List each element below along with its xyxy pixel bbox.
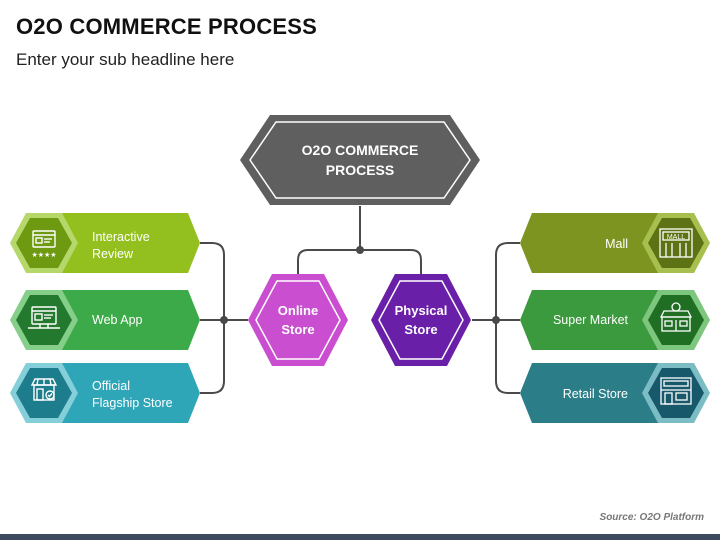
connector-left-bracket: [200, 242, 225, 394]
right-item-retail-store: Retail Store: [520, 363, 710, 423]
online-store-label-line2: Store: [281, 322, 314, 337]
left-item-web-app: Web App: [10, 290, 200, 350]
page-subtitle: Enter your sub headline here: [16, 50, 235, 69]
right-item-super-market: Super Market: [520, 290, 710, 350]
retail-store-icon: [660, 377, 692, 405]
left-item-interactive-review: ★★★★ Interactive Review: [10, 213, 200, 273]
source-note: Source: O2O Platform: [599, 512, 704, 523]
svg-text:★★★★: ★★★★: [31, 251, 56, 259]
review-screen-icon: ★★★★: [31, 230, 57, 259]
junction-dot-top: [356, 246, 364, 254]
left-item-label-line1: Web App: [92, 313, 143, 327]
page-title: O2O COMMERCE PROCESS: [16, 14, 318, 39]
right-item-label: Mall: [605, 237, 628, 251]
connector-right-bracket: [495, 242, 520, 394]
junction-dot-left: [220, 316, 228, 324]
center-title-line1: O2O COMMERCE: [302, 142, 419, 158]
center-hexagon: O2O COMMERCE PROCESS: [240, 115, 480, 205]
left-item-label-line2: Flagship Store: [92, 396, 173, 410]
flagship-store-icon: [30, 378, 58, 401]
mall-icon: MALL: [659, 228, 693, 258]
online-store-hexagon: Online Store: [248, 274, 348, 366]
right-item-label: Retail Store: [563, 387, 628, 401]
left-item-label-line2: Review: [92, 247, 134, 261]
right-item-mall: MALL Mall: [520, 213, 710, 273]
right-item-label: Super Market: [553, 313, 629, 327]
physical-store-label-line1: Physical: [395, 303, 448, 318]
left-item-label-line1: Interactive: [92, 230, 150, 244]
connector-lines: [200, 206, 520, 394]
svg-text:MALL: MALL: [667, 234, 685, 241]
online-store-label-line1: Online: [278, 303, 318, 318]
left-item-official-flagship-store: Official Flagship Store: [10, 363, 200, 423]
left-item-label-line1: Official: [92, 379, 130, 393]
footer-bar: [0, 534, 720, 540]
supermarket-icon: [659, 302, 693, 332]
web-app-icon: [28, 306, 60, 329]
physical-store-hexagon: Physical Store: [371, 274, 471, 366]
physical-store-label-line2: Store: [404, 322, 437, 337]
junction-dot-right: [492, 316, 500, 324]
center-title-line2: PROCESS: [326, 162, 394, 178]
